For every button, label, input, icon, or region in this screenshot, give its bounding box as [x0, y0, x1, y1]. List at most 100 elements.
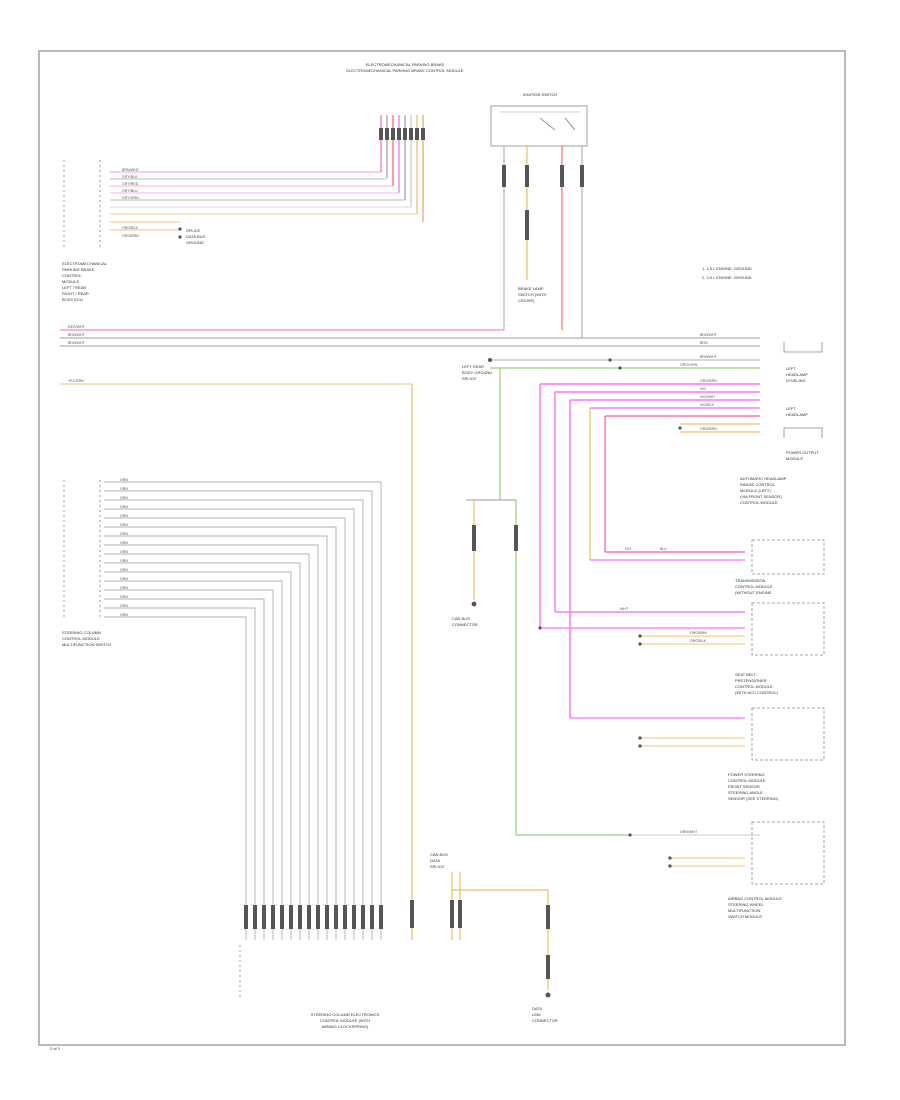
left-headlamp-module-1: LEFT [786, 406, 796, 411]
steering-wire [104, 607, 256, 940]
module-line-5: LEFT / REAR [62, 285, 86, 290]
wire-label: GRN [120, 523, 128, 527]
steering-connector-pin [343, 905, 347, 929]
module-3-line-2: PRETENSIONER [735, 678, 767, 683]
left-gnd-label-3: SPLICE [462, 376, 477, 381]
bottom-module-1: STEERING COLUMN ELECTRONICS [311, 1012, 380, 1017]
wire-label: VIO [625, 547, 631, 551]
left-headlamp-1: LEFT [786, 366, 796, 371]
wire-label: RED/WHT [68, 325, 86, 329]
wire-label: ORG/BRN [690, 631, 707, 635]
wire-label: BRN/WHT [700, 333, 718, 337]
steering-connector-pin [298, 905, 302, 929]
steering-connector-pin [370, 905, 374, 929]
wire-label: GRN [120, 496, 128, 500]
wire-label: ORG/BRN [700, 427, 717, 431]
left-splice-label-2: DATA BUS [186, 234, 206, 239]
steering-connector-pin [334, 905, 338, 929]
wire-label: GRN [120, 487, 128, 491]
wire-label: GRN [120, 478, 128, 482]
ground-note-1: 1. 1.5 L ENGINE: GROUND [702, 266, 752, 271]
steering-wire [104, 562, 301, 940]
steering-connector-pin [244, 905, 248, 929]
steering-column-wires: GRNGRNGRNGRNGRNGRNGRNGRNGRNGRNGRNGRNGRNG… [62, 478, 383, 940]
module-5-line-2: STEERING WHEEL [728, 902, 765, 907]
page-number: 2 of 2 [50, 1046, 61, 1051]
wire-label: GRY/GRN [122, 196, 139, 200]
steering-wire [104, 589, 274, 940]
wire-label: GRN [120, 514, 128, 518]
ignition-switch-label: IGNITION SWITCH [523, 92, 558, 97]
steering-wire [104, 517, 346, 940]
right-bus: BRN/WHT BRN BRN/WHT ORG/GRN ORG/BRN VIO … [462, 333, 760, 433]
module-feeds: VIO BLU WHT ORG/BRN ORG/BLK GRN/WHT [538, 384, 745, 868]
parking-brake-title: ELECTROMECHANICAL PARKING BRAKE [366, 62, 445, 67]
right-module-2: TRANSMISSION CONTROL MODULE (WITHOUT ENG… [735, 578, 825, 656]
steering-wire [104, 508, 355, 940]
steering-wire [104, 571, 292, 940]
ground-note: 1. 1.5 L ENGINE: GROUND 2. 2.0 L ENGINE:… [702, 266, 752, 280]
left-headlamp-module-2: HEADLAMP [786, 412, 808, 417]
steering-wire [104, 526, 337, 940]
wire-label: BRN/WHT [700, 355, 718, 359]
wire-label: ORG/BRN [700, 379, 717, 383]
wire-label: GRN [120, 532, 128, 536]
wire-label: ORG/BRN [122, 234, 139, 238]
right-module-1: AUTOMATIC HEADLAMP RANGE CONTROL MODULE … [740, 476, 825, 575]
module-1-line-4: (VIA FRONT SENSOR) [740, 494, 782, 499]
top-left-module: BRN/WHT GRY/BLK GRY/RED GRY/BLU GRY/GRN … [62, 160, 417, 302]
parking-brake-module-top: ELECTROMECHANICAL PARKING BRAKE ELECTROM… [346, 62, 464, 222]
module-2-line-2: CONTROL MODULE [735, 584, 773, 589]
steering-wire [104, 481, 382, 940]
left-headlamp-module-3: POWER OUTPUT [786, 450, 819, 455]
left-bus: RED/WHT BRN/WHT BRN/WHT YEL/GRN [60, 325, 760, 940]
module-3-line-3: CONTROL MODULE [735, 684, 773, 689]
parking-brake-subtitle: ELECTROMECHANICAL PARKING BRAKE CONTROL … [346, 68, 464, 73]
can-connector-label-1: CAN BUS [452, 616, 470, 621]
steering-label-3: MULTIFUNCTION SWITCH [62, 642, 111, 647]
wire-label: GRY/BLU [122, 189, 138, 193]
module-1-line-5: CONTROL MODULE [740, 500, 778, 505]
module-1-line-1: AUTOMATIC HEADLAMP [740, 476, 787, 481]
ignition-switch: IGNITION SWITCH BRAKE LAMP SWITCH (WITH … [490, 92, 588, 338]
module-2-line-1: TRANSMISSION [735, 578, 766, 583]
right-module-4: POWER STEERING CONTROL MODULE FRONT SENS… [728, 772, 779, 801]
steering-connector-pin [361, 905, 365, 929]
module-line-7: BODY ECU [62, 297, 83, 302]
wire-label: GRN/WHT [680, 830, 698, 834]
wire-label: BLU [660, 547, 667, 551]
module-4-line-5: SENSOR (SEE STEERING) [728, 796, 779, 801]
steering-connector-pin [262, 905, 266, 929]
wire-label: GRN [120, 595, 128, 599]
steering-connector-pin [253, 905, 257, 929]
wire-label: VIO [700, 387, 706, 391]
steering-wire [104, 580, 283, 940]
wire-label: GRN [120, 559, 128, 563]
module-5-line-4: SWITCH MODULE [728, 914, 762, 919]
module-5-line-3: MULTIFUNCTION [728, 908, 760, 913]
wire-label: GRN [120, 577, 128, 581]
ground-note-2: 2. 2.0 L ENGINE: GROUND [702, 275, 752, 280]
wire-label: GRN [120, 613, 128, 617]
steering-connector-pin [325, 905, 329, 929]
wire-label: WHT [620, 607, 629, 611]
module-3-line-1: SEAT BELT [735, 672, 756, 677]
left-headlamp-module-4: MODULE [786, 456, 803, 461]
can-connector-label-2: CONNECTOR [452, 622, 478, 627]
steering-connector-pin [352, 905, 356, 929]
steering-connector-pin [271, 905, 275, 929]
wire-label: GRN [120, 550, 128, 554]
steering-wire [104, 535, 328, 940]
steering-label-2: CONTROL MODULE [62, 636, 100, 641]
wire-label: BRN/WHT [68, 341, 86, 345]
brake-switch-label-3: CRUISE) [518, 298, 535, 303]
left-headlamp-2: HEADLAMP [786, 372, 808, 377]
dlc-label-3: CONNECTOR [532, 1018, 558, 1023]
bottom-splice: CAN BUS DATA SPLICE DATA LINK CONNECTOR [410, 852, 558, 1023]
module-4-line-2: CONTROL MODULE [728, 778, 766, 783]
steering-wire [104, 499, 364, 940]
module-4-line-4: STEERING ANGLE [728, 790, 763, 795]
bottom-module: STEERING COLUMN ELECTRONICS CONTROL MODU… [239, 945, 380, 1029]
steering-label-1: STEERING COLUMN [62, 630, 101, 635]
wire-label: BRN/WHT [68, 333, 86, 337]
